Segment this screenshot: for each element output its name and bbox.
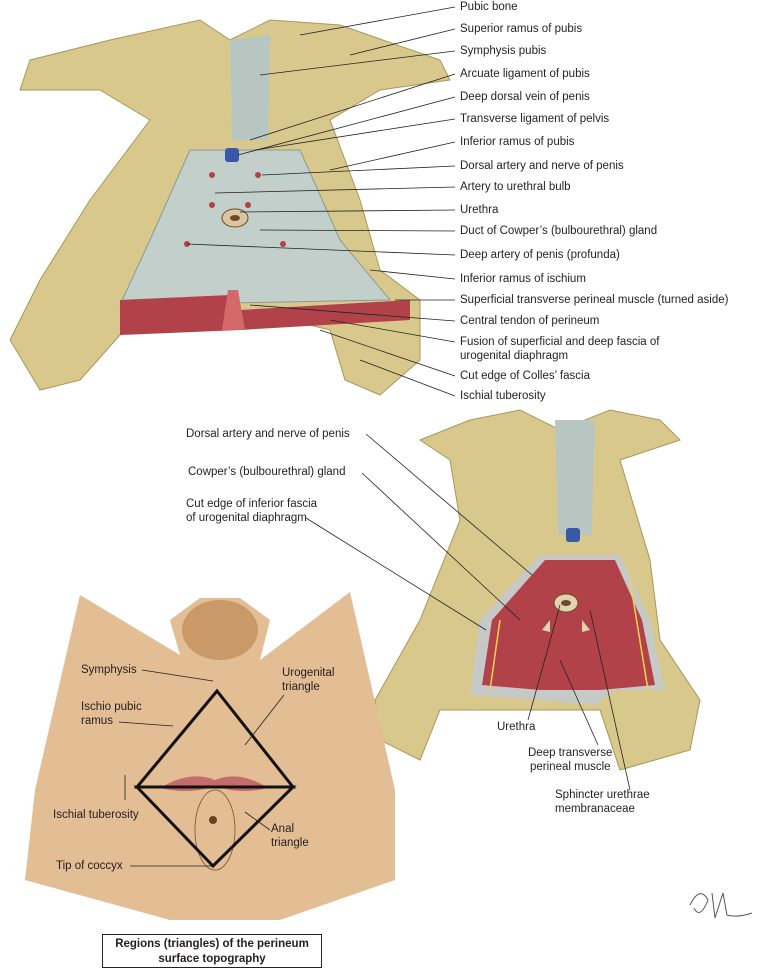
label-deep-dorsal-vein: Deep dorsal vein of penis [460, 91, 590, 103]
figure-caption: Regions (triangles) of the perineum surf… [102, 934, 322, 968]
label-ischial-tuberosity-surface: Ischial tuberosity [53, 809, 139, 821]
label-symphysis-pubis: Symphysis pubis [460, 45, 547, 57]
caption-line-1: Regions (triangles) of the perineum [115, 938, 309, 950]
label-cowpers-gland: Cowper’s (bulbourethral) gland [188, 466, 346, 478]
label-tip-of-coccyx: Tip of coccyx [56, 860, 123, 872]
label-deep-transverse-muscle-1: Deep transverse [528, 747, 613, 759]
artist-signature [689, 892, 753, 919]
label-dorsal-artery-middle: Dorsal artery and nerve of penis [186, 428, 350, 440]
label-inferior-ramus-ischium: Inferior ramus of ischium [460, 273, 586, 285]
label-inferior-ramus-of-pubis: Inferior ramus of pubis [460, 136, 575, 148]
label-ischio-pubic-ramus-1: Ischio pubic [81, 701, 142, 713]
caption-line-2: surface topography [158, 953, 266, 965]
label-superior-ramus-of-pubis: Superior ramus of pubis [460, 23, 583, 35]
label-pubic-bone: Pubic bone [460, 1, 518, 13]
label-anal-triangle-1: Anal [271, 823, 295, 835]
top-pelvis-illustration [9, 19, 451, 396]
label-superficial-transverse-muscle: Superficial transverse perineal muscle (… [460, 294, 729, 306]
label-symphysis: Symphysis [81, 664, 137, 676]
label-urogenital-triangle-2: triangle [282, 681, 320, 693]
label-sphincter-urethrae-2: membranaceae [555, 803, 635, 815]
label-arcuate-ligament: Arcuate ligament of pubis [460, 68, 590, 80]
top-leader-lines [186, 6, 456, 397]
label-sphincter-urethrae-1: Sphincter urethrae [555, 789, 650, 801]
surface-leader-lines [118, 669, 285, 867]
label-deep-artery-penis: Deep artery of penis (profunda) [460, 249, 620, 261]
label-dorsal-artery-nerve: Dorsal artery and nerve of penis [460, 160, 624, 172]
label-urethra-top: Urethra [460, 204, 499, 216]
label-artery-urethral-bulb: Artery to urethral bulb [460, 181, 571, 193]
label-urethra-middle: Urethra [497, 721, 536, 733]
label-transverse-ligament: Transverse ligament of pelvis [460, 113, 610, 125]
label-anal-triangle-2: triangle [271, 837, 309, 849]
label-deep-transverse-muscle-2: perineal muscle [530, 761, 611, 773]
label-cut-edge-colles: Cut edge of Colles’ fascia [460, 370, 590, 382]
label-fusion-fascia-line2: urogenital diaphragm [460, 350, 569, 362]
label-ischio-pubic-ramus-2: ramus [81, 715, 113, 727]
label-ischial-tuberosity-top: Ischial tuberosity [460, 390, 546, 402]
label-cut-edge-inferior-fascia-2: of urogenital diaphragm [186, 512, 307, 524]
label-duct-cowpers-gland: Duct of Cowper’s (bulbourethral) gland [460, 225, 658, 237]
label-fusion-fascia-line1: Fusion of superficial and deep fascia of [460, 336, 660, 348]
label-urogenital-triangle-1: Urogenital [282, 667, 335, 679]
deep-perineum-illustration [374, 409, 701, 771]
surface-topography-illustration [25, 592, 395, 920]
label-central-tendon: Central tendon of perineum [460, 315, 600, 327]
middle-leader-lines [305, 433, 631, 791]
label-cut-edge-inferior-fascia-1: Cut edge of inferior fascia [186, 498, 318, 510]
